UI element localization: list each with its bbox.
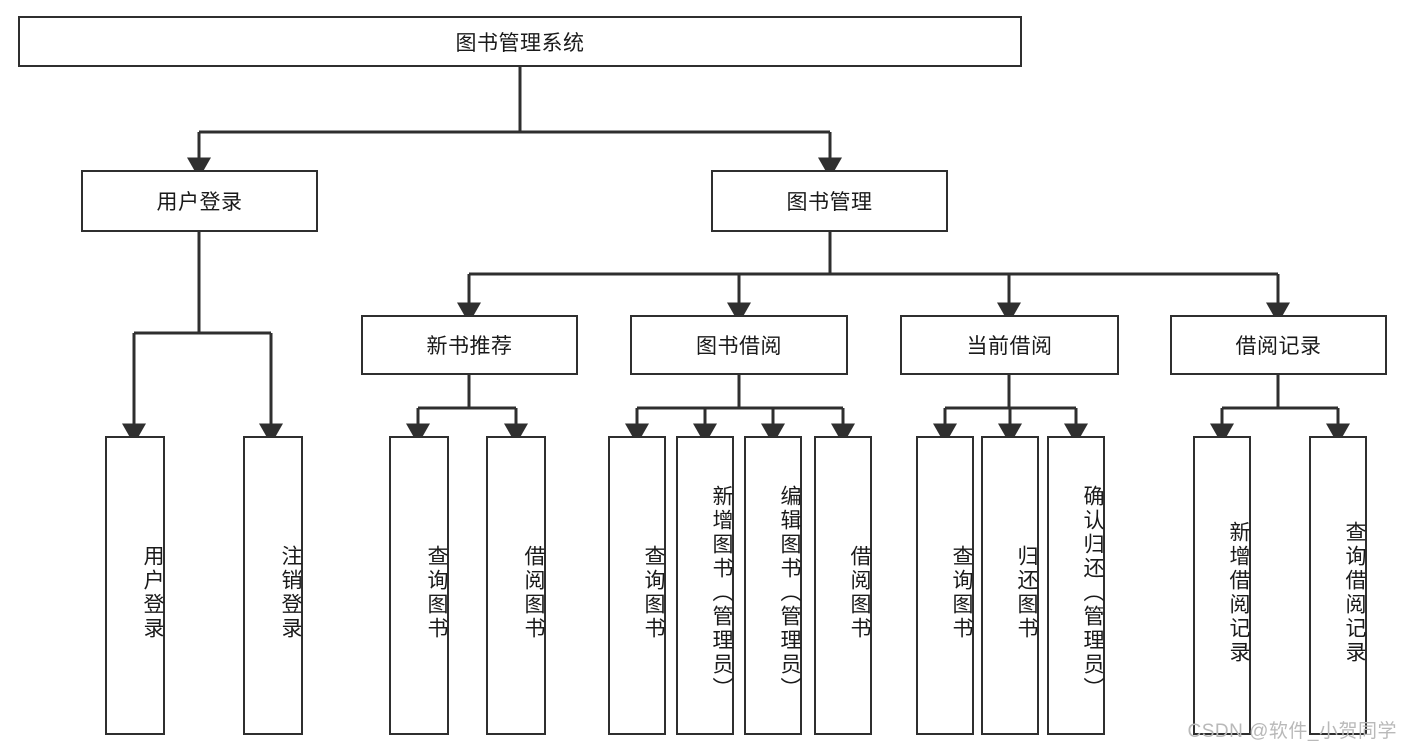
csdn-watermark: CSDN @软件_小贺同学: [1187, 721, 1397, 742]
node-label: 新增图书（管理员）: [710, 484, 733, 701]
leaf-bb-query-book[interactable]: 查询图书: [608, 436, 666, 735]
leaf-cb-confirm-return[interactable]: 确认归还（管理员）: [1047, 436, 1105, 735]
leaf-cb-query-book[interactable]: 查询图书: [916, 436, 974, 735]
node-new-book-recommend[interactable]: 新书推荐: [361, 315, 578, 375]
node-user-login[interactable]: 用户登录: [81, 170, 318, 232]
leaf-bb-edit-book[interactable]: 编辑图书（管理员）: [744, 436, 802, 735]
node-label: 查询图书: [425, 544, 448, 641]
node-label: 编辑图书（管理员）: [778, 484, 801, 701]
leaf-bb-add-book[interactable]: 新增图书（管理员）: [676, 436, 734, 735]
node-borrow-record[interactable]: 借阅记录: [1170, 315, 1387, 375]
leaf-br-query-record[interactable]: 查询借阅记录: [1309, 436, 1367, 735]
node-label: 归还图书: [1015, 544, 1038, 641]
leaf-br-add-record[interactable]: 新增借阅记录: [1193, 436, 1251, 735]
node-label: 查询图书: [642, 544, 665, 641]
node-label: 新增借阅记录: [1227, 520, 1250, 665]
leaf-logout[interactable]: 注销登录: [243, 436, 303, 735]
node-current-borrow[interactable]: 当前借阅: [900, 315, 1119, 375]
node-label: 图书管理: [786, 191, 873, 214]
node-label: 查询图书: [950, 544, 973, 641]
node-label: 当前借阅: [966, 335, 1053, 358]
node-label: 用户登录: [141, 544, 164, 641]
leaf-bb-borrow-book[interactable]: 借阅图书: [814, 436, 872, 735]
leaf-user-login[interactable]: 用户登录: [105, 436, 165, 735]
node-label: 用户登录: [156, 191, 243, 214]
node-book-management[interactable]: 图书管理: [711, 170, 948, 232]
node-label: 新书推荐: [426, 335, 513, 358]
node-label: 查询借阅记录: [1343, 520, 1366, 665]
node-root-book-management-system[interactable]: 图书管理系统: [18, 16, 1022, 67]
node-book-borrow[interactable]: 图书借阅: [630, 315, 848, 375]
node-label: 借阅图书: [848, 544, 871, 641]
leaf-nb-query-book[interactable]: 查询图书: [389, 436, 449, 735]
node-label: 确认归还（管理员）: [1081, 484, 1104, 701]
node-label: 借阅记录: [1235, 335, 1322, 358]
leaf-nb-borrow-book[interactable]: 借阅图书: [486, 436, 546, 735]
node-label: 注销登录: [279, 544, 302, 641]
node-label: 图书管理系统: [455, 31, 585, 55]
node-label: 图书借阅: [696, 335, 782, 358]
node-label: 借阅图书: [522, 544, 545, 641]
leaf-cb-return-book[interactable]: 归还图书: [981, 436, 1039, 735]
